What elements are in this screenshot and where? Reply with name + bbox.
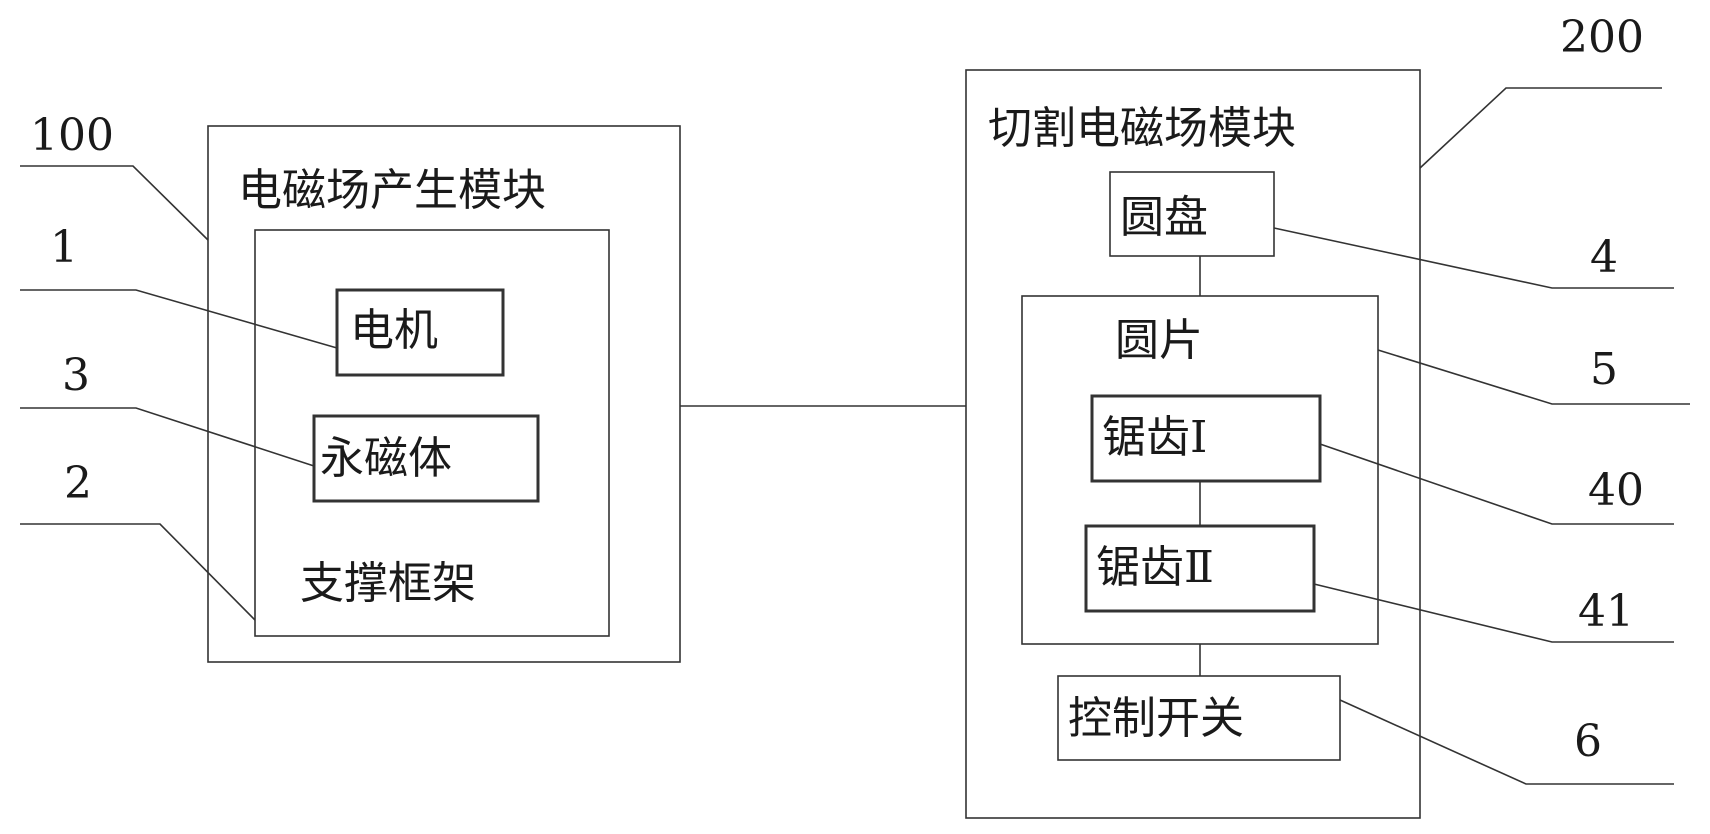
ref-6-label: 6 <box>1574 716 1602 767</box>
control-switch-label: 控制开关 <box>1068 693 1244 744</box>
motor-box <box>335 288 505 377</box>
control-switch-box <box>1057 675 1341 761</box>
ref-200-label: 200 <box>1560 12 1644 63</box>
saw-tooth-1-box <box>1090 394 1322 483</box>
ref-5-label: 5 <box>1590 344 1618 395</box>
leader-6 <box>1339 699 1674 785</box>
saw-tooth-1-label: 锯齿Ⅰ <box>1102 412 1207 463</box>
saw-tooth-2-label: 锯齿Ⅱ <box>1096 542 1214 593</box>
ref-41-label: 41 <box>1578 586 1634 637</box>
module-200-title: 切割电磁场模块 <box>988 103 1296 154</box>
support-frame-label: 支撑框架 <box>300 558 476 609</box>
ref-2-label: 2 <box>64 458 92 509</box>
leader-200 <box>1419 87 1662 169</box>
leader-40 <box>1319 443 1674 525</box>
leader-5 <box>1377 349 1690 405</box>
permanent-magnet-label: 永磁体 <box>320 433 452 484</box>
ref-1-label: 1 <box>50 222 78 273</box>
leader-4 <box>1273 227 1674 289</box>
disc-box <box>1109 171 1275 257</box>
motor-label: 电机 <box>350 305 438 356</box>
permanent-magnet-box <box>312 414 540 503</box>
module-200-box <box>965 69 1421 819</box>
ref-4-label: 4 <box>1590 232 1618 283</box>
module-100-box <box>207 125 681 663</box>
disc-label: 圆盘 <box>1120 192 1208 243</box>
leader-2 <box>20 523 256 621</box>
leader-3 <box>20 407 315 467</box>
ref-40-label: 40 <box>1588 465 1644 516</box>
ref-100-label: 100 <box>30 110 114 161</box>
leader-100 <box>20 165 209 241</box>
leader-1 <box>20 289 338 349</box>
plate-label: 圆片 <box>1115 315 1203 366</box>
ref-3-label: 3 <box>62 350 90 401</box>
support-frame-box <box>254 229 610 637</box>
module-100-title: 电磁场产生模块 <box>238 165 546 216</box>
saw-tooth-2-box <box>1084 524 1316 613</box>
leader-41 <box>1313 583 1674 643</box>
